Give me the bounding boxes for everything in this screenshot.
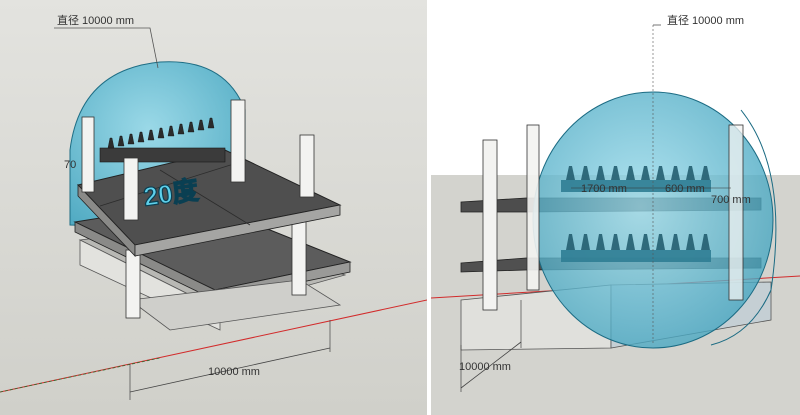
viewport-right[interactable]: 直径 10000 mm 1700 mm 600 mm 700 mm 10000 … [431, 0, 800, 415]
dim-600-label: 600 mm [665, 183, 705, 195]
column-left [482, 139, 498, 311]
column-back-left [81, 116, 95, 193]
column-mid-left [123, 157, 139, 221]
diameter-label: 直径 10000 mm [57, 13, 134, 27]
right-scene: 直径 10000 mm 1700 mm 600 mm 700 mm 10000 … [431, 0, 800, 415]
dim-700-label: 700 mm [711, 194, 751, 206]
dim-1700-label: 1700 mm [581, 183, 627, 195]
width-dimension-label: 10000 mm [459, 361, 511, 373]
bottle-row-lower [561, 234, 711, 262]
column-inner-left [526, 124, 540, 291]
side-dim-label: 70 [64, 159, 76, 171]
diameter-leader [54, 27, 159, 69]
viewport-left[interactable]: 20度 直径 10000 mm 70 10000 mm [0, 0, 427, 415]
column-front-right [291, 214, 307, 296]
viewport-divider [427, 0, 431, 415]
left-scene: 20度 直径 10000 mm 70 10000 mm [0, 0, 427, 415]
diameter-label: 直径 10000 mm [667, 13, 744, 27]
green-axis [0, 357, 161, 393]
column-right [728, 124, 744, 301]
width-dimension-line [460, 341, 522, 389]
width-dimension-line [129, 347, 331, 393]
column-front-left [125, 249, 141, 319]
column-back-right [230, 99, 246, 183]
width-dimension-label: 10000 mm [208, 366, 260, 378]
bottle-row-upper [561, 166, 711, 192]
column-mid-right [299, 134, 315, 198]
